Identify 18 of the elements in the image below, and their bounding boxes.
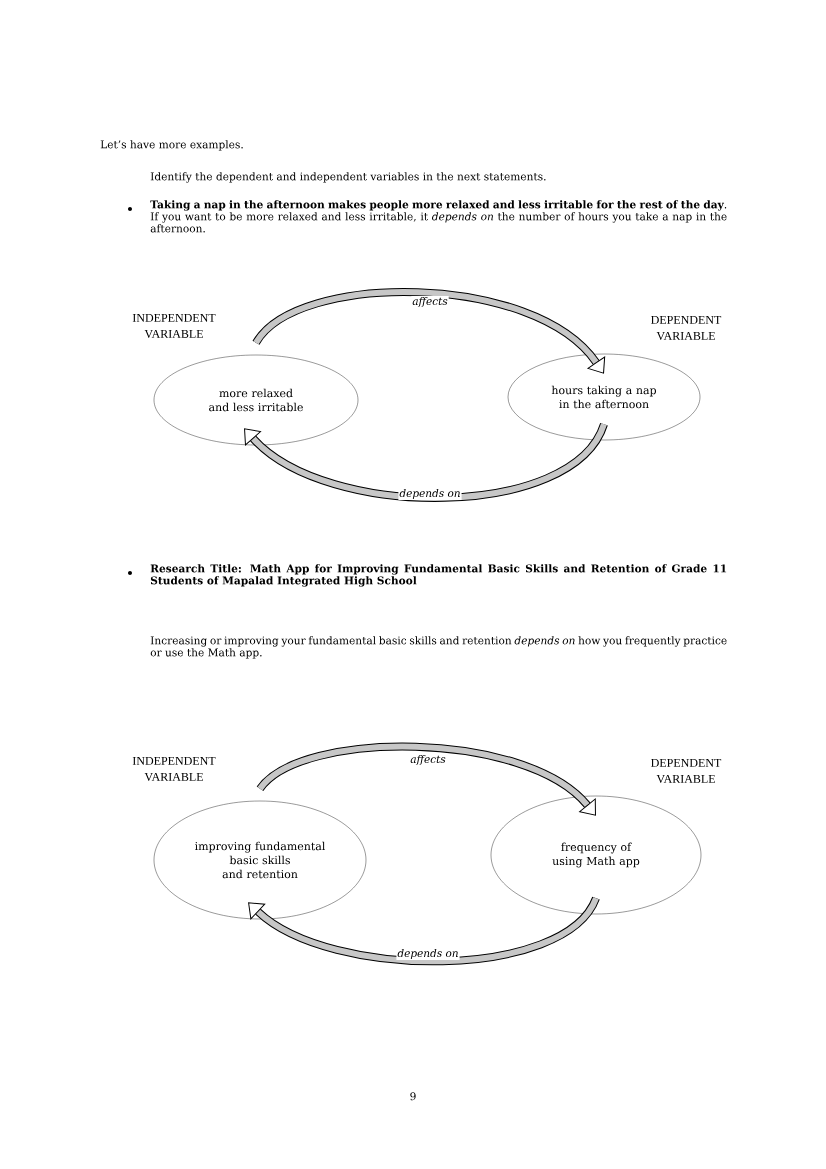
paragraph: 9: [410, 1092, 416, 1101]
paragraph: Increasing or improving your fundamental basic skills and retention depends on how you frequently practice or use the Math app.: [150, 636, 727, 659]
variable-label: DEPENDENT VARIABLE: [651, 316, 722, 341]
curved-arrow: [252, 288, 606, 374]
variable-label: INDEPENDENT VARIABLE: [132, 757, 216, 782]
edge-label: affects: [410, 754, 446, 766]
edge-label: depends on: [399, 488, 460, 500]
curved-arrow: [244, 422, 608, 502]
paragraph: Let’s have more examples.: [100, 140, 243, 151]
paragraph: Identify the dependent and independent variables in the next statements.: [150, 172, 546, 183]
curved-arrow: [248, 896, 600, 966]
curved-arrow: [257, 742, 596, 816]
edge-label: depends on: [397, 948, 458, 960]
variable-label: INDEPENDENT VARIABLE: [132, 314, 216, 339]
variable-label: DEPENDENT VARIABLE: [651, 759, 722, 784]
paragraph: Research Title: Math App for Improving Fundamental Basic Skills and Retention of Grade 11 Students of Mapalad Integrated High School: [150, 564, 727, 587]
paragraph: Taking a nap in the afternoon makes people more relaxed and less irritable for the rest of the day. If you want to be more relaxed and less irritable, it depends on the number of hours you take a nap in the afternoon.: [150, 200, 727, 233]
edge-label: affects: [412, 296, 448, 308]
